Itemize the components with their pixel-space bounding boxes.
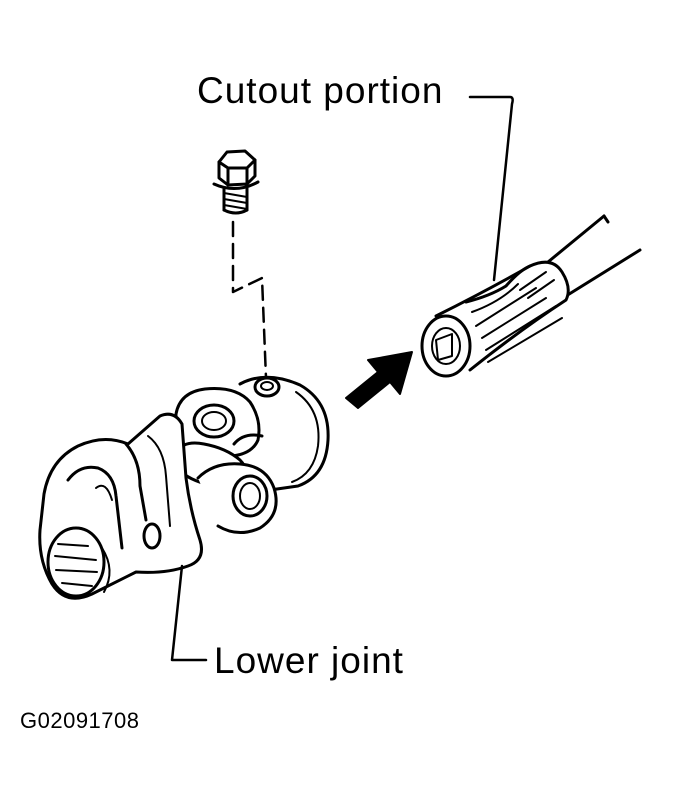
insertion-arrow-icon	[345, 351, 413, 409]
steering-shaft-icon	[420, 214, 642, 378]
universal-joint-icon	[38, 375, 330, 600]
installation-path-line	[231, 220, 268, 380]
cutout-portion-label: Cutout portion	[197, 70, 444, 111]
bolt-icon	[212, 149, 260, 215]
figure-code: G02091708	[20, 708, 140, 733]
cutout-portion-leader-line	[468, 95, 514, 282]
lower-joint-leader-line	[170, 564, 208, 662]
lower-joint-label: Lower joint	[214, 640, 404, 681]
